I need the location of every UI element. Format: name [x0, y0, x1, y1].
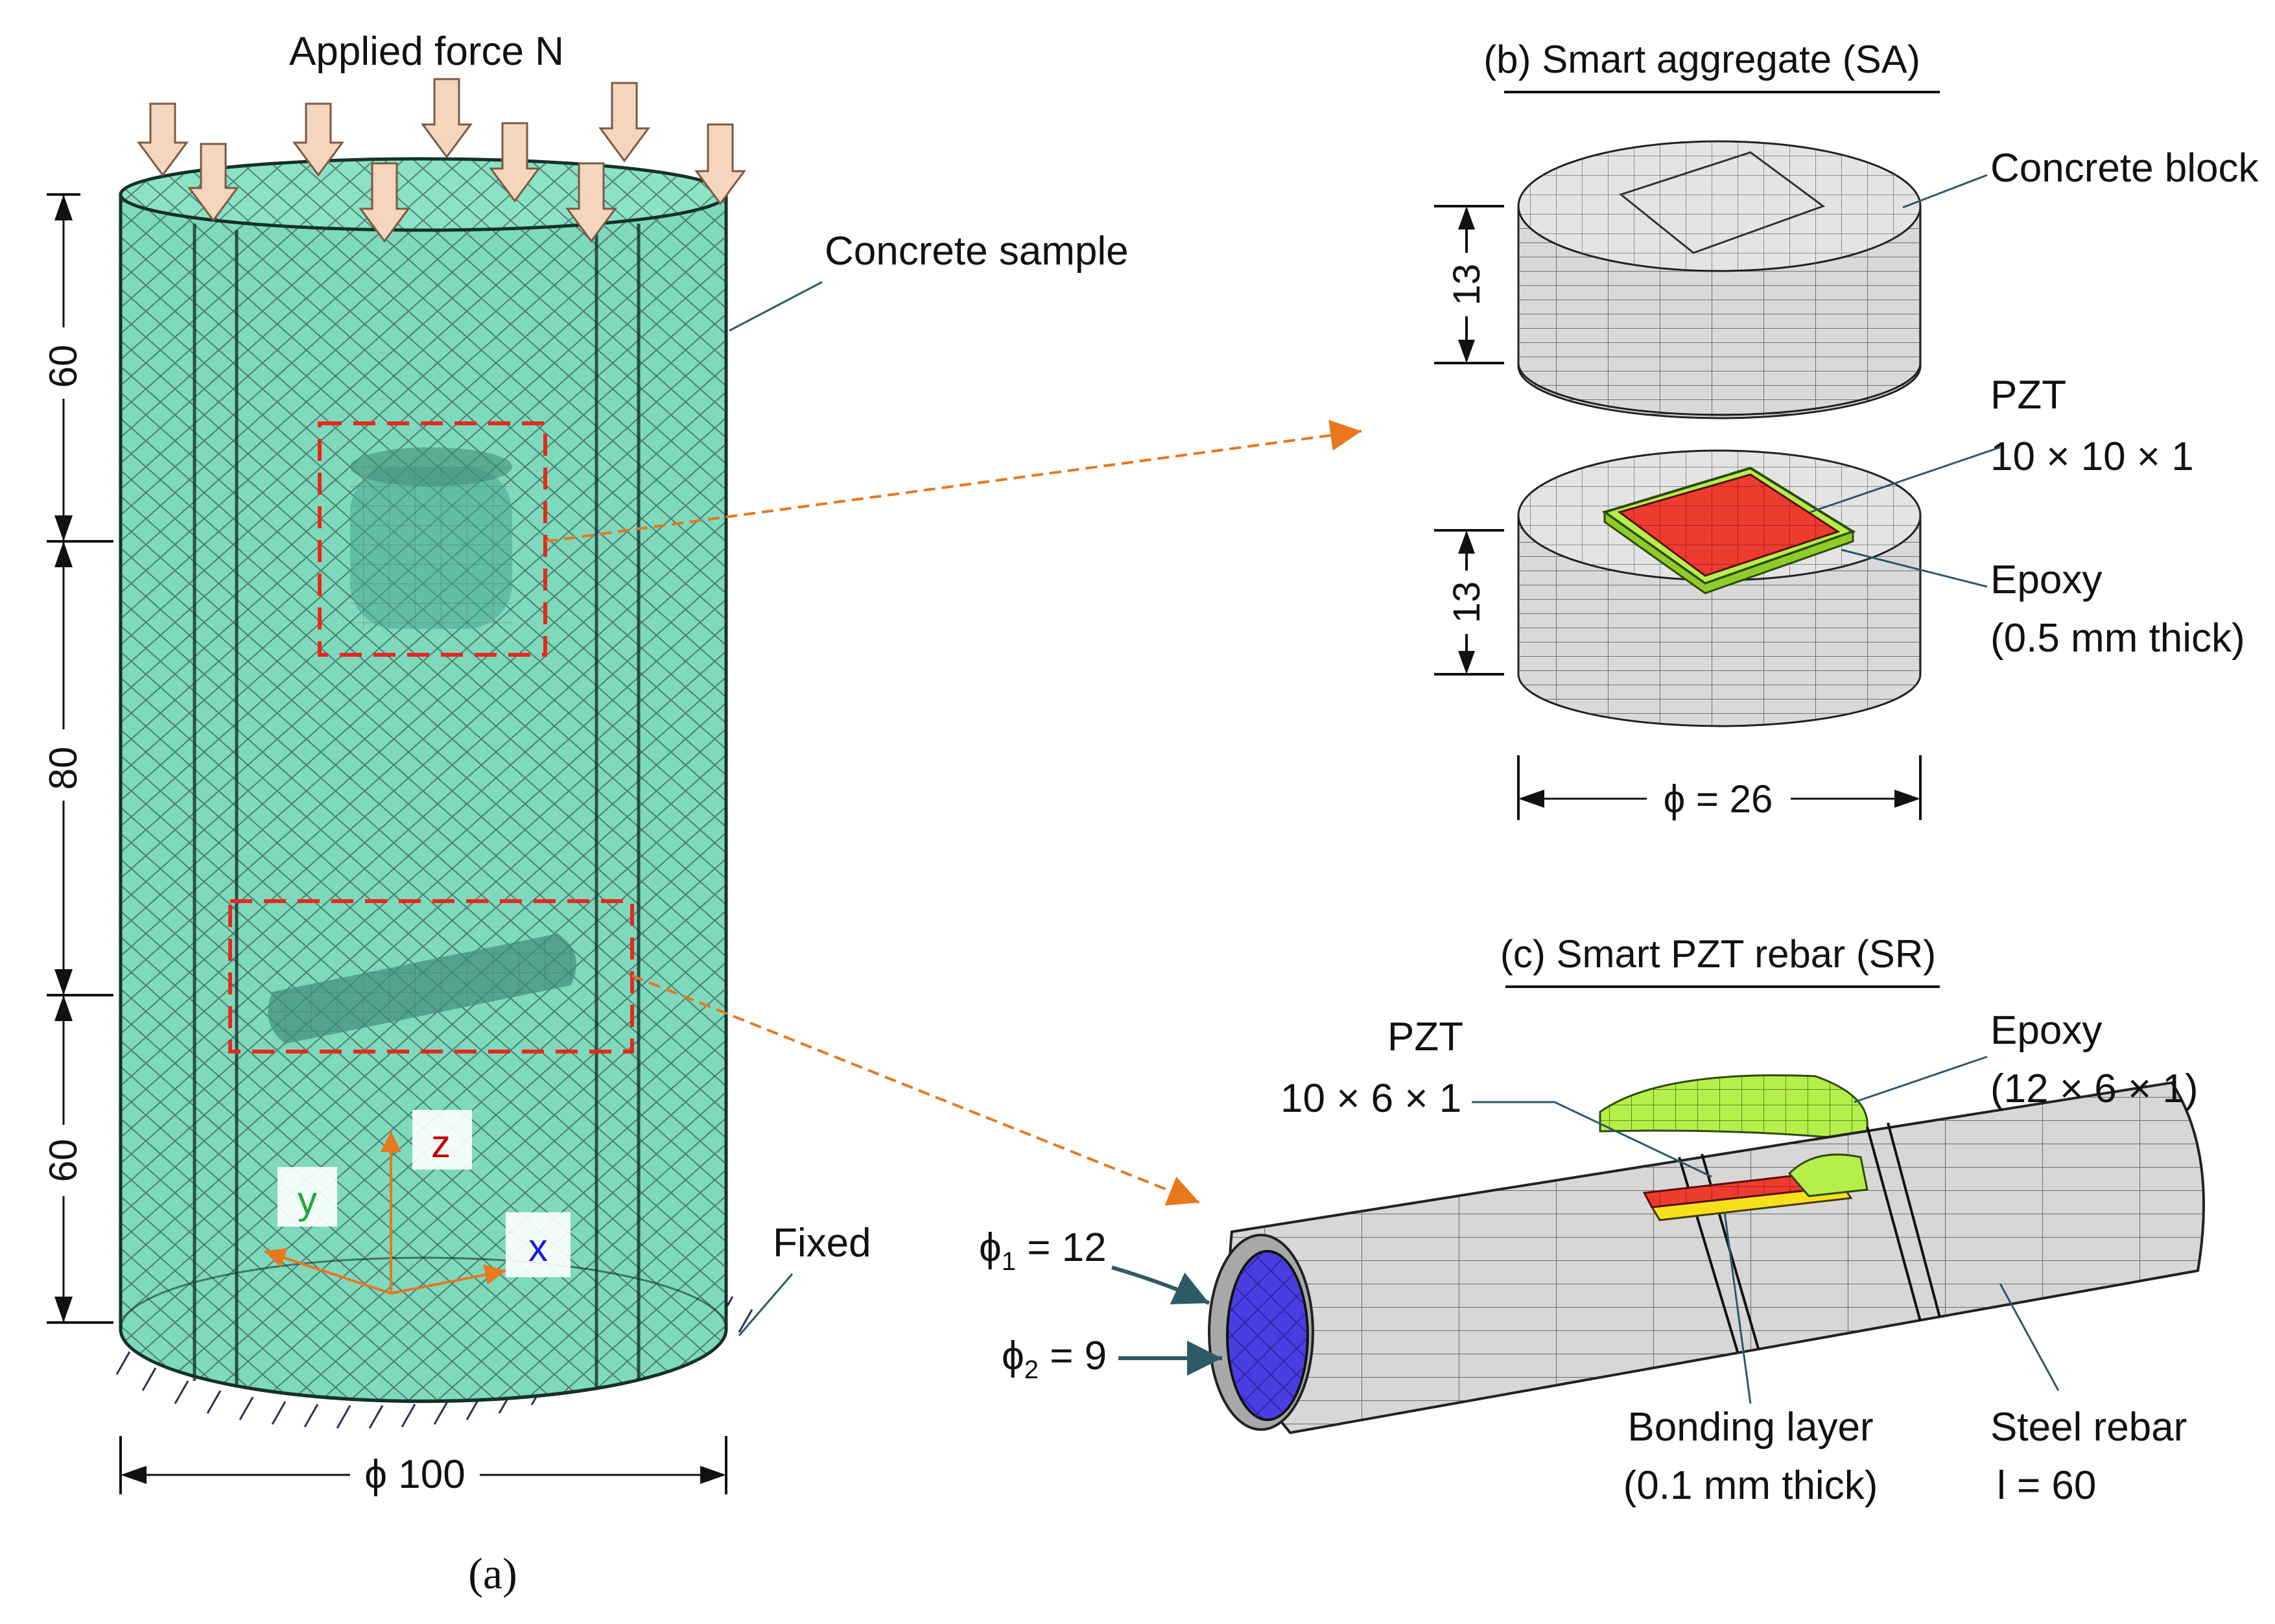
epoxy-c-leader — [1854, 1055, 1988, 1103]
epoxy-c-dims: (12 × 6 × 1) — [1990, 1066, 2198, 1111]
concrete-cylinder-mesh — [121, 194, 726, 1402]
pzt-c-label: PZT — [1387, 1015, 1463, 1059]
dim-bg-mid — [44, 729, 83, 801]
pzt-c-dims: 10 × 6 × 1 — [1280, 1076, 1461, 1121]
panel-b-title: (b) Smart aggregate (SA) — [1483, 38, 1920, 81]
cylinder-vertical-edges — [193, 224, 641, 1387]
panel-a: Applied force N Concrete sample Fixed 60… — [41, 29, 1362, 1598]
dim-13-bottom — [1434, 529, 1504, 676]
pzt-c-leader — [1472, 1101, 1712, 1178]
pzt-patch-c-mesh — [1644, 1172, 1843, 1207]
embedded-smart-rebar — [268, 934, 576, 1044]
concrete-block-leader — [1902, 174, 1988, 209]
embedded-smart-aggregate — [350, 447, 512, 629]
panel-c-title: (c) Smart PZT rebar (SR) — [1500, 932, 1936, 976]
concrete-sample-label: Concrete sample — [825, 229, 1129, 274]
dim-13-bottom-label: 13 — [1446, 582, 1488, 624]
steel-rebar-label: Steel rebar — [1990, 1405, 2187, 1450]
steel-rebar-leader — [1999, 1283, 2060, 1391]
panel-b: (b) Smart aggregate (SA) Concrete block … — [1434, 38, 2259, 821]
bonding-layer-label: Bonding layer — [1627, 1405, 1873, 1450]
dim-13-top-label: 13 — [1446, 264, 1488, 306]
panel-c: (c) Smart PZT rebar (SR) PZT 10 × 6 × 1 … — [979, 932, 2205, 1508]
dim-13-top — [1434, 205, 1504, 364]
dim-bg-top — [44, 327, 83, 399]
phi2-label: ϕ2 = 9 — [1002, 1334, 1107, 1384]
dim-bg-bot — [44, 1125, 83, 1196]
dashed-box-sa — [318, 421, 547, 657]
bonding-layer-thick: (0.1 mm thick) — [1623, 1463, 1878, 1508]
applied-force-arrows — [137, 78, 746, 243]
bonding-layer-leader — [1723, 1212, 1752, 1404]
epoxy-cap-c — [1599, 1074, 1868, 1142]
fixed-leader — [738, 1273, 794, 1336]
diameter-b-label: ϕ = 26 — [1664, 777, 1773, 821]
leader-to-panel-b — [545, 419, 1362, 543]
steel-rebar-body — [1228, 1081, 2205, 1435]
diameter-dimension-b — [1517, 755, 1922, 820]
concrete-sample-leader — [729, 281, 823, 332]
pzt-patch-b-mesh — [1620, 475, 1838, 576]
applied-force-label: Applied force N — [289, 29, 564, 74]
coordinate-axes: z y x — [264, 1110, 571, 1295]
caption-a: (a) — [468, 1549, 517, 1598]
pzt-b-dims: 10 × 10 × 1 — [1990, 434, 2194, 479]
pzt-b-leader — [1809, 446, 2001, 513]
dim-bot-60: 60 — [41, 1139, 85, 1183]
fixed-label: Fixed — [773, 1221, 871, 1265]
axis-x-label: x — [528, 1226, 548, 1269]
axis-y-label: y — [298, 1179, 317, 1222]
axis-z-label: z — [431, 1122, 451, 1166]
epoxy-c-label: Epoxy — [1990, 1008, 2102, 1053]
epoxy-side-b — [1603, 510, 1854, 594]
phi1-arrow — [1111, 1265, 1210, 1305]
phi1-label: ϕ1 = 12 — [979, 1225, 1107, 1276]
pzt-b-label: PZT — [1990, 373, 2066, 418]
concrete-block-top — [1517, 140, 1922, 419]
diameter-dimension-a — [119, 1436, 727, 1494]
cylinder-bottom-face — [119, 1256, 727, 1402]
rebar-end-section — [1208, 1234, 1314, 1431]
epoxy-half-c — [1787, 1153, 1868, 1197]
rebar-length-label: l = 60 — [1997, 1463, 2096, 1508]
epoxy-b-label: Epoxy — [1990, 558, 2102, 602]
epoxy-b-leader — [1841, 548, 1988, 588]
dim-top-60: 60 — [41, 345, 85, 388]
dim-mid-80: 80 — [41, 747, 85, 790]
epoxy-b-thick: (0.5 mm thick) — [1990, 616, 2245, 661]
diameter-a-label: ϕ 100 — [364, 1452, 465, 1497]
concrete-block-label: Concrete block — [1990, 146, 2259, 191]
leader-to-panel-c — [631, 974, 1200, 1206]
